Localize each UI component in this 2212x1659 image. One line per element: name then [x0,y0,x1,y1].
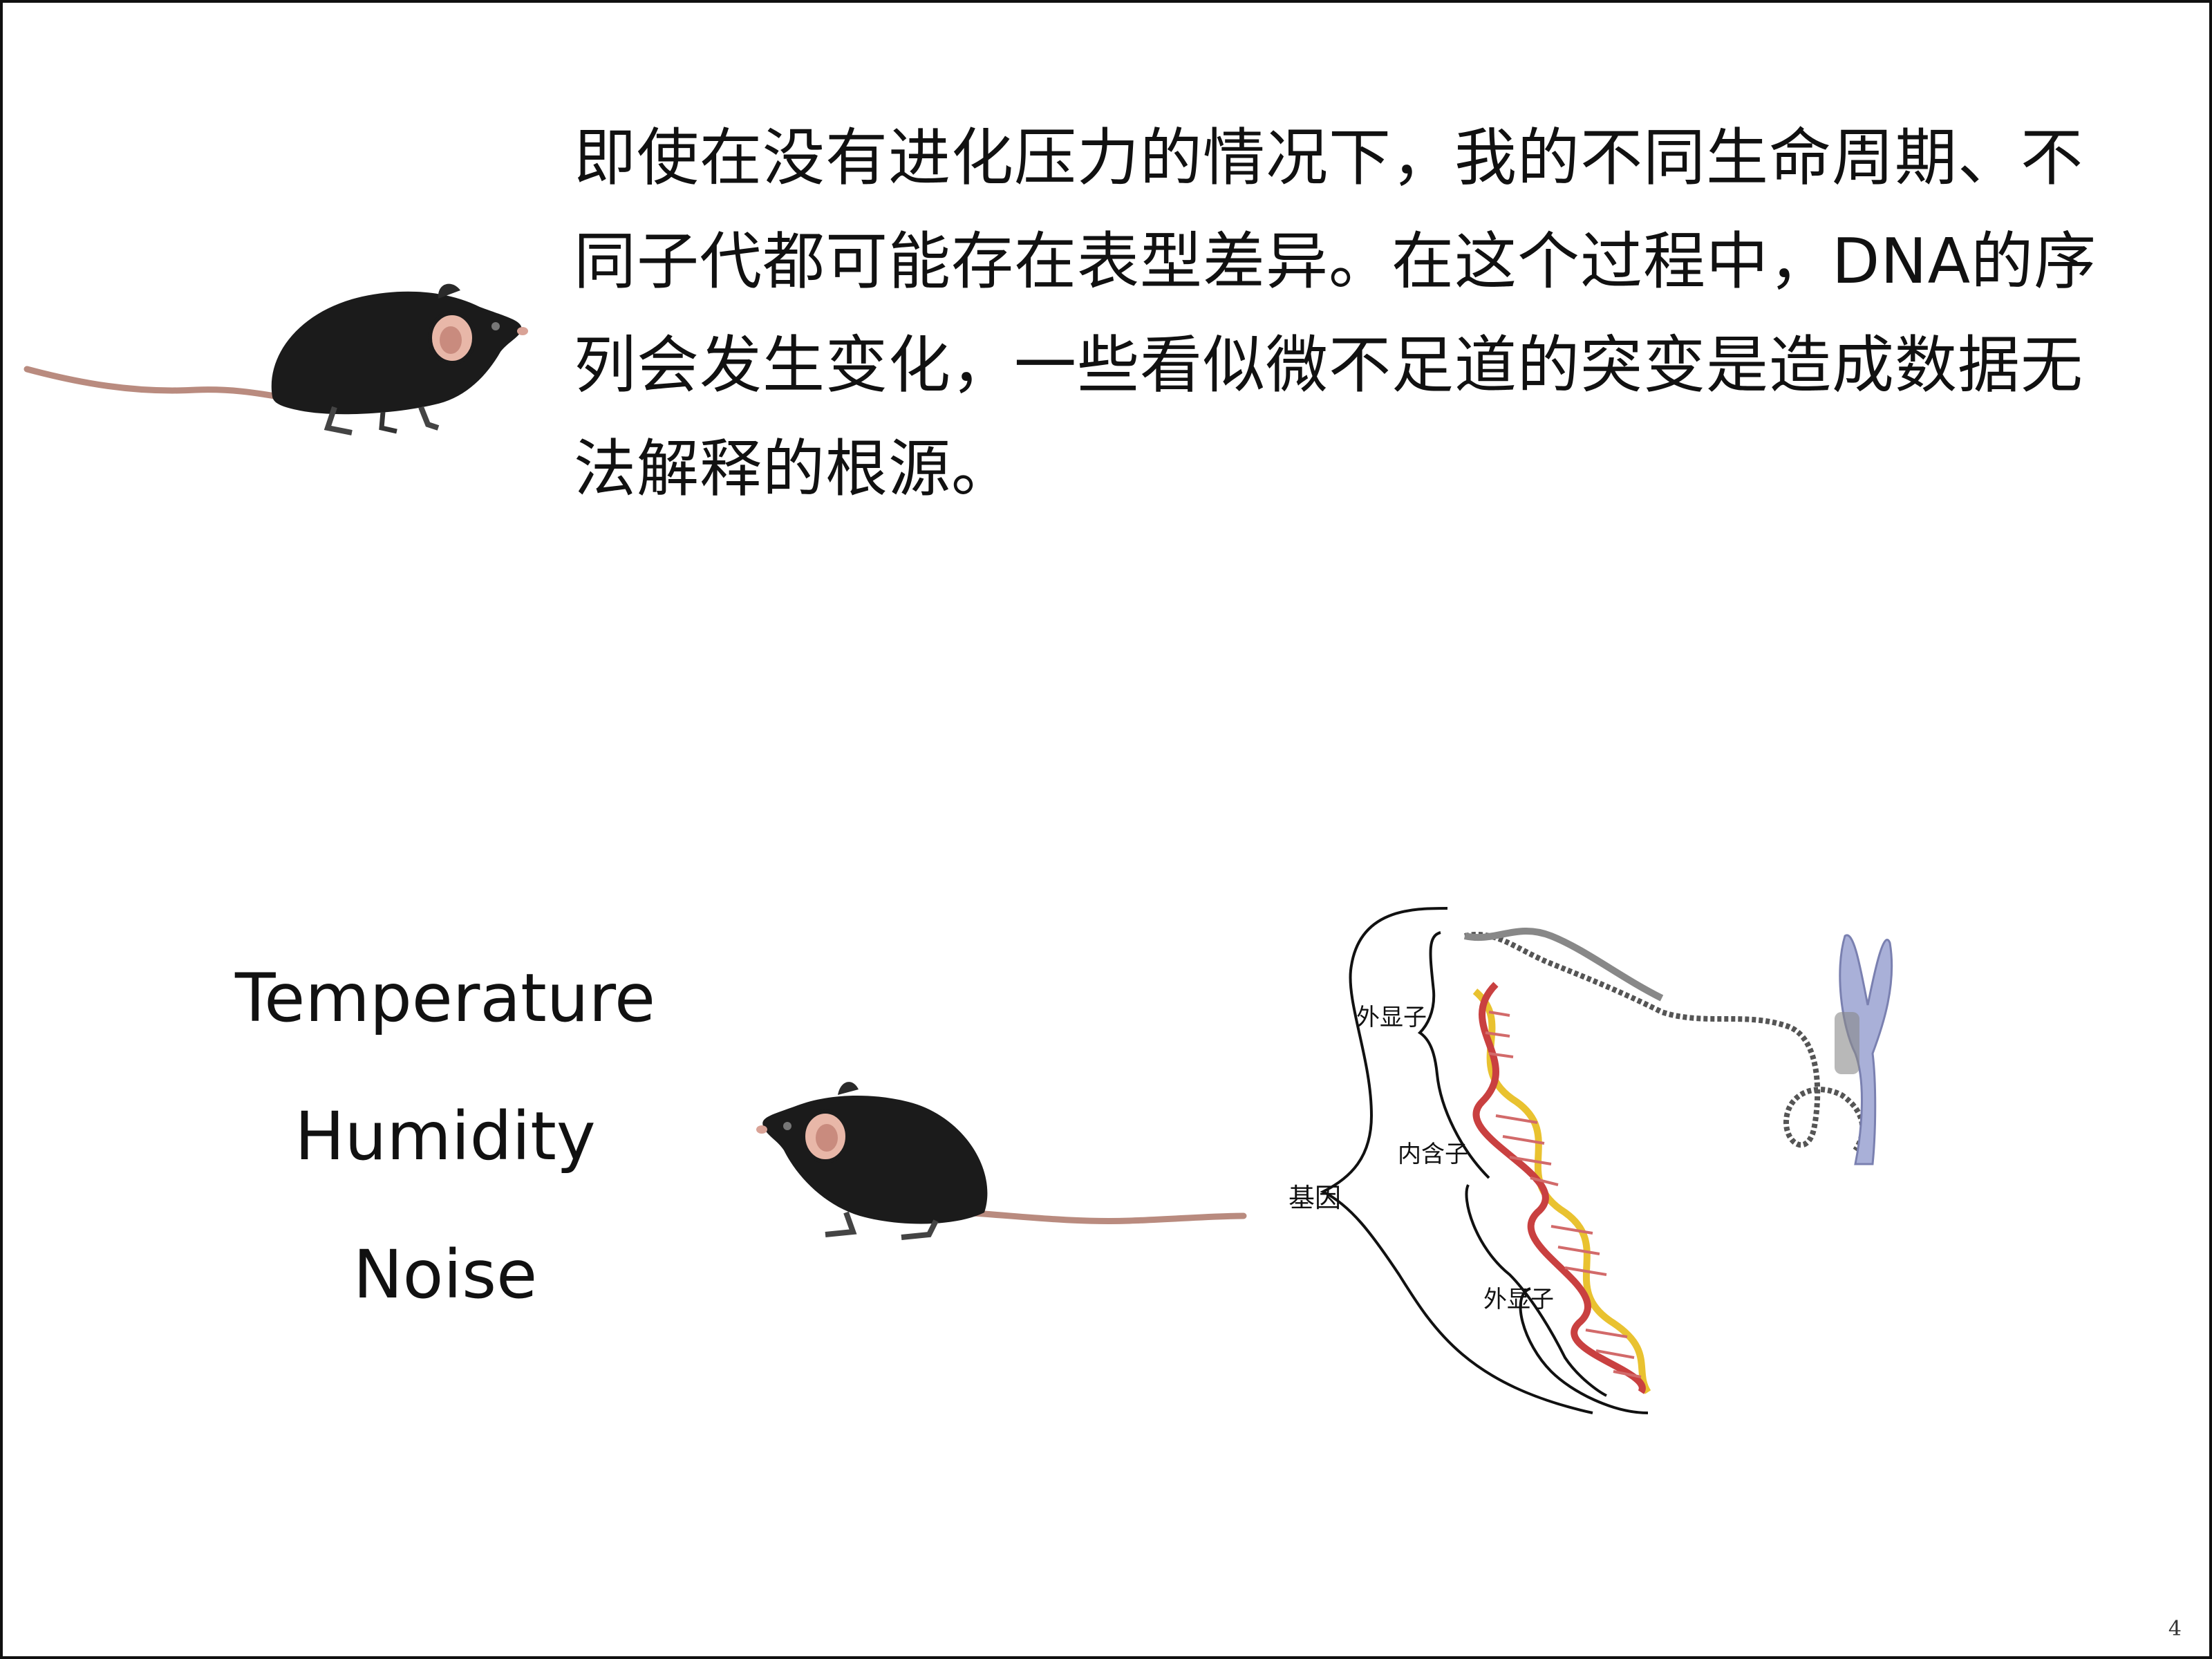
label-exon-top: 外显子 [1356,1004,1427,1031]
dna-double-helix-icon [1320,907,1893,1414]
mouse-top-image [24,283,528,435]
gene-diagram: 外显子 内含子 基因 外显子 [1288,888,1952,1434]
factor-temperature: Temperature [234,959,656,1037]
chromosome-icon [1835,934,1893,1165]
intro-paragraph: 即使在没有进化压力的情况下，我的不同生命周期、不同子代都可能存在表型差异。在这个… [574,122,2097,505]
mouse-bottom-image [756,1082,1247,1240]
label-intron: 内含子 [1398,1141,1468,1168]
label-gene: 基因 [1288,1183,1342,1213]
factor-noise: Noise [353,1236,538,1313]
factor-humidity: Humidity [294,1098,596,1175]
factor-list: Temperature Humidity Noise [210,946,680,1361]
page-number: 4 [2168,1617,2182,1641]
label-exon-bottom: 外显子 [1483,1286,1554,1313]
